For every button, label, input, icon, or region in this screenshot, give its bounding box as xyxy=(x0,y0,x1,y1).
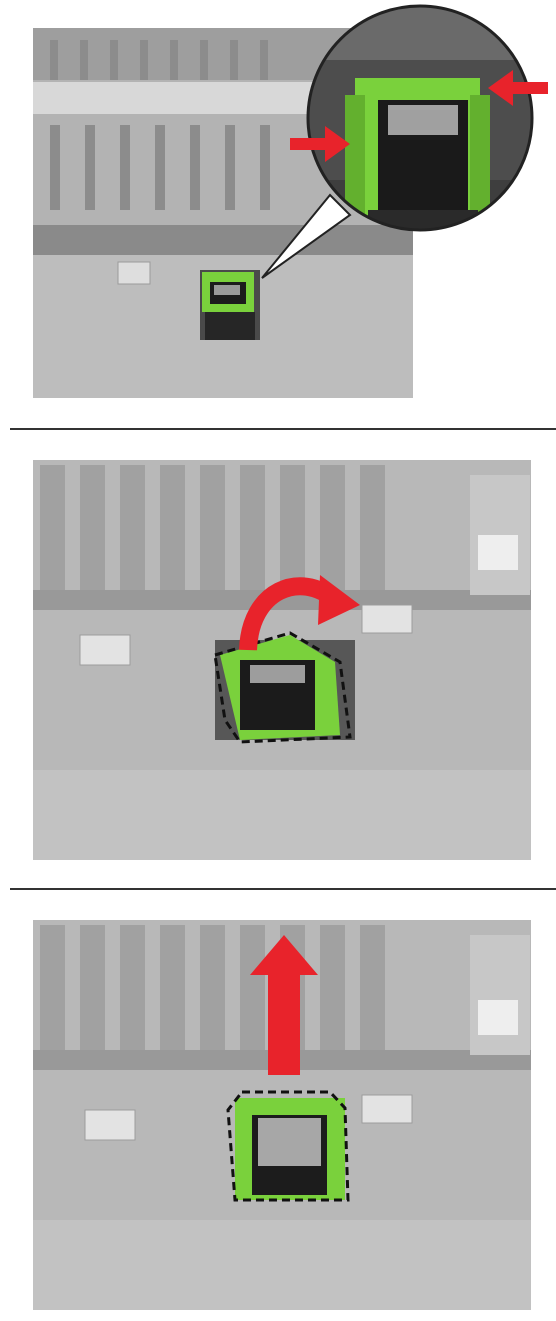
pad xyxy=(118,262,150,284)
step-2-panel xyxy=(0,440,556,870)
pad xyxy=(362,1095,412,1123)
roller xyxy=(388,105,458,135)
guide-ribs xyxy=(40,465,385,605)
step-1-panel xyxy=(0,0,556,420)
step-1-illustration xyxy=(0,0,556,420)
roller-assembly xyxy=(215,633,355,742)
roller xyxy=(258,1118,321,1166)
step-2-illustration xyxy=(0,440,556,870)
pad xyxy=(85,1110,135,1140)
step-3-panel xyxy=(0,900,556,1315)
guide-ribs xyxy=(40,925,385,1065)
step-divider-1 xyxy=(10,428,556,430)
pad xyxy=(80,635,130,665)
roller-assembly-small xyxy=(200,270,260,340)
roller-assembly xyxy=(228,1092,348,1200)
step-3-illustration xyxy=(0,900,556,1315)
roller xyxy=(250,665,305,683)
pad xyxy=(362,605,412,633)
step-divider-2 xyxy=(10,888,556,890)
